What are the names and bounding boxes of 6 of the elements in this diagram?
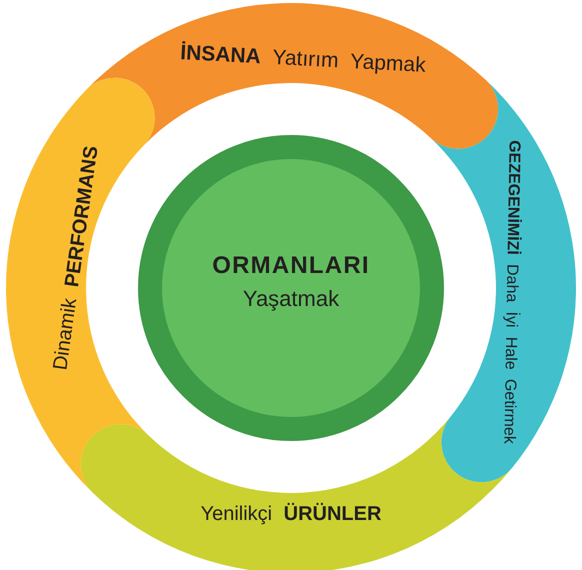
center-heading: ORMANLARI <box>212 251 370 282</box>
center-subtitle: Yaşatmak <box>242 285 340 313</box>
segment-label: Yenilikçi ÜRÜNLER <box>200 504 382 524</box>
segment-label: GEZEGENİMİZİ Daha İyi Hale Getirmek <box>500 140 522 444</box>
segment-label: İNSANA Yatırım Yapmak <box>180 42 426 76</box>
segment-label: Dinamik PERFORMANS <box>50 144 102 372</box>
